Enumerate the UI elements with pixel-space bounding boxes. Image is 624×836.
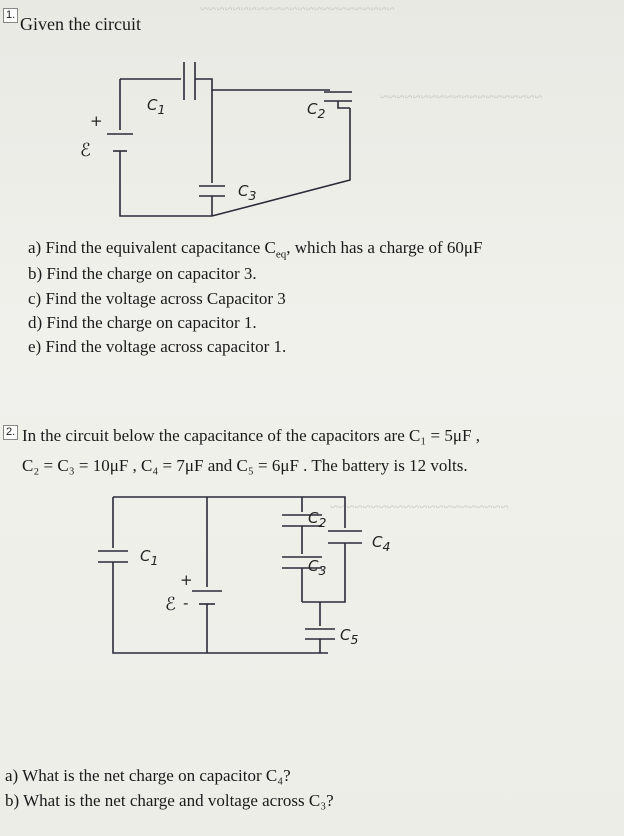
label-battery-minus: - [183, 594, 189, 612]
label-battery: ℰ [80, 140, 91, 161]
label-battery: ℰ [165, 594, 176, 615]
problem-number: 2. [3, 425, 19, 440]
problem-number: 1. [3, 8, 19, 23]
wire [302, 543, 346, 603]
problem-title: Given the circuit [20, 14, 141, 34]
problem-2-statement-line2: C₂ = C₃ = 10μF , C₄ = 7μF and C₅ = 6μF .… [22, 456, 468, 475]
question-1a: a) Find the equivalent capacitance Ceq, … [28, 238, 483, 261]
circuit-diagram-1 [107, 62, 352, 217]
label-c1: C1 [147, 96, 166, 117]
label-c5: C5 [340, 626, 359, 647]
label-c3: C3 [238, 182, 257, 203]
label-battery-plus: + [180, 571, 193, 589]
wire [112, 562, 328, 654]
label-c2: C2 [307, 100, 326, 121]
label-c4: C4 [372, 533, 391, 554]
wire [302, 496, 346, 528]
label-c2: C2 [308, 509, 327, 530]
wire [195, 78, 330, 91]
question-2a: a) What is the net charge on capacitor C… [5, 766, 291, 785]
question-1b: b) Find the charge on capacitor 3. [28, 264, 257, 283]
question-1d: d) Find the charge on capacitor 1. [28, 313, 257, 332]
wire [337, 101, 350, 109]
label-battery-plus: + [90, 112, 103, 130]
question-1c: c) Find the voltage across Capacitor 3 [28, 289, 286, 308]
label-c1: C1 [140, 547, 159, 568]
question-2b: b) What is the net charge and voltage ac… [5, 791, 334, 810]
question-1e: e) Find the voltage across capacitor 1. [28, 337, 287, 356]
label-c3: C3 [308, 557, 327, 578]
problem-2-statement-line1: In the circuit below the capacitance of … [22, 426, 480, 445]
